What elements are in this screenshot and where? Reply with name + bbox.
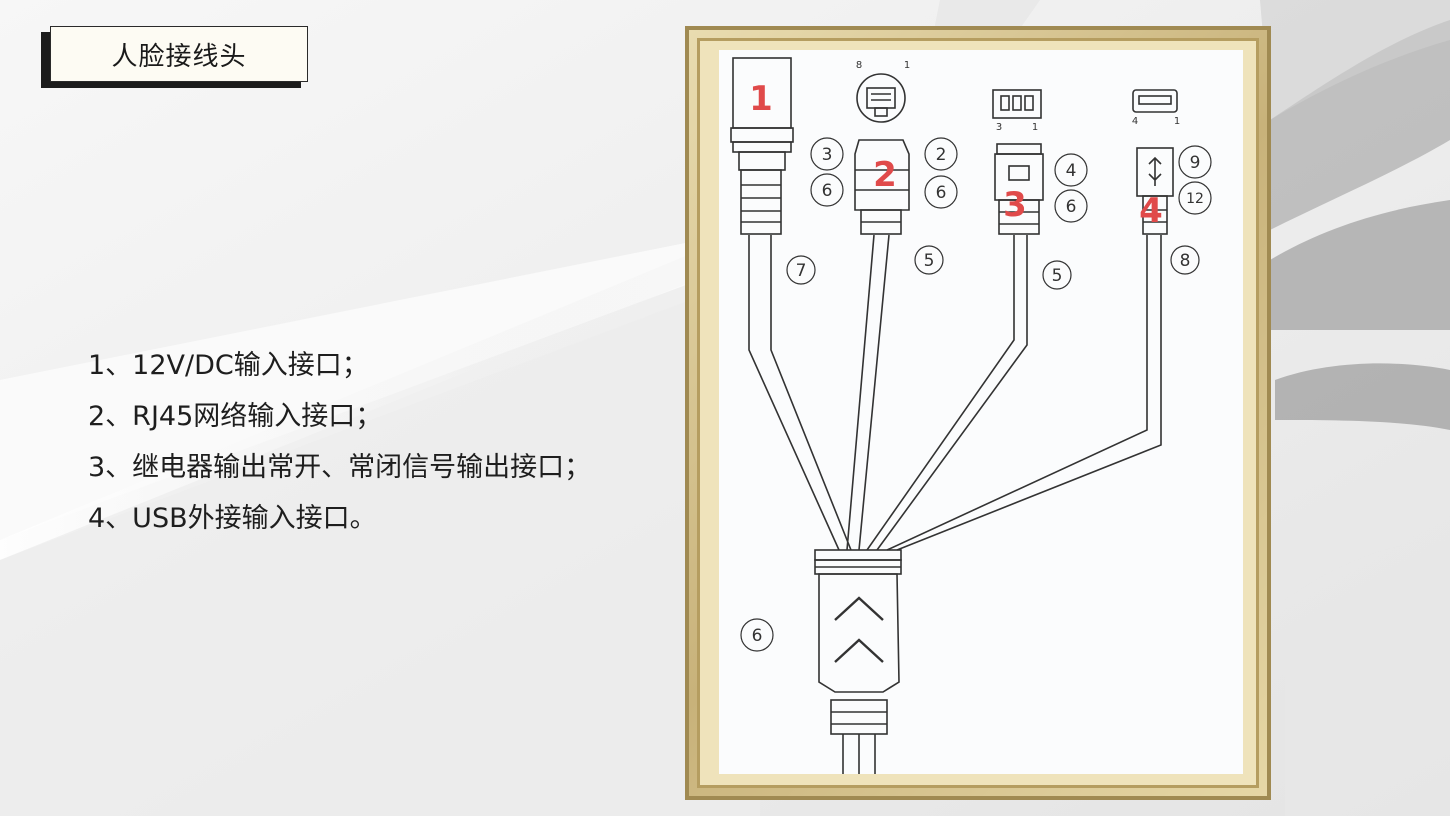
list-item: 1、12V/DC输入接口； bbox=[88, 350, 369, 381]
dc-jack-connector bbox=[730, 57, 794, 235]
callout-6: 6 bbox=[822, 181, 833, 201]
rj45-connector bbox=[854, 73, 910, 235]
callout-12: 12 bbox=[1186, 191, 1204, 207]
cables bbox=[748, 234, 1162, 551]
interface-list: 1、12V/DC输入接口； 2、RJ45网络输入接口； 3、继电器输出常开、常闭… bbox=[88, 340, 591, 544]
connector-label-3: 3 bbox=[1003, 185, 1027, 225]
usb-connector bbox=[1132, 89, 1178, 235]
callout-6: 6 bbox=[936, 183, 947, 203]
wiring-diagram: 3 6 2 6 4 6 9 12 7 5 5 8 6 8 1 3 1 4 1 1… bbox=[719, 50, 1243, 774]
list-item: 3、继电器输出常开、常闭信号输出接口； bbox=[88, 452, 592, 483]
list-item: 2、RJ45网络输入接口； bbox=[88, 401, 383, 432]
connector-label-2: 2 bbox=[873, 155, 897, 195]
callout-5: 5 bbox=[1052, 266, 1063, 286]
pin-number: 8 bbox=[856, 60, 862, 71]
callout-4: 4 bbox=[1066, 161, 1077, 181]
pin-number: 1 bbox=[1032, 122, 1038, 133]
callout-8: 8 bbox=[1180, 251, 1191, 271]
connector-label-1: 1 bbox=[749, 79, 773, 119]
callout-5: 5 bbox=[924, 251, 935, 271]
pin-number: 3 bbox=[996, 122, 1002, 133]
callout-6: 6 bbox=[1066, 197, 1077, 217]
pin-number: 1 bbox=[1174, 116, 1180, 127]
pin-number: 4 bbox=[1132, 116, 1138, 127]
callout-2: 2 bbox=[936, 145, 947, 165]
connector-label-4: 4 bbox=[1139, 191, 1163, 231]
callout-circles bbox=[740, 137, 1212, 652]
callout-7: 7 bbox=[796, 261, 807, 281]
list-item: 4、USB外接输入接口。 bbox=[88, 503, 377, 534]
callout-6: 6 bbox=[752, 626, 763, 646]
callout-9: 9 bbox=[1190, 153, 1201, 173]
callout-3: 3 bbox=[822, 145, 833, 165]
terminal-connector bbox=[992, 89, 1044, 235]
cable-hub bbox=[814, 549, 902, 774]
slide-title: 人脸接线头 bbox=[50, 26, 308, 82]
pin-number: 1 bbox=[904, 60, 910, 71]
